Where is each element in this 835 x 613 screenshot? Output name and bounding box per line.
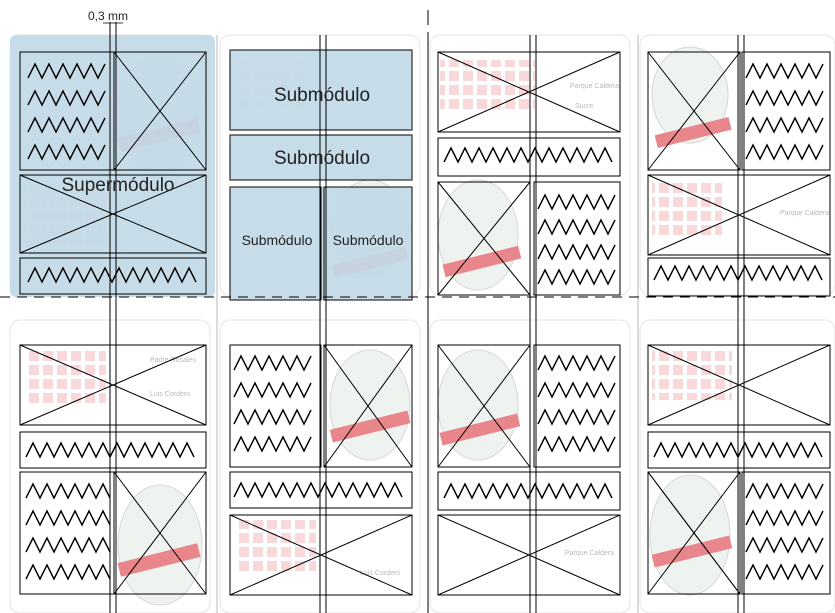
measurement-label: 0,3 mm xyxy=(88,9,128,23)
svg-text:Padre Rosales: Padre Rosales xyxy=(150,357,196,364)
svg-text:Luis Cordero: Luis Cordero xyxy=(360,570,400,577)
submodule-label-mid: Submódulo xyxy=(274,148,370,169)
supermodule-label: Supermódulo xyxy=(61,175,174,196)
svg-text:Parque Caldera: Parque Caldera xyxy=(780,210,829,217)
gutter-measurement: 0,3 mm xyxy=(88,9,128,23)
svg-text:Sucre: Sucre xyxy=(575,103,593,110)
svg-text:Parque Caldera: Parque Caldera xyxy=(570,83,619,90)
submodule-label-right: Submódulo xyxy=(333,232,404,248)
submodule-label-top: Submódulo xyxy=(274,85,370,106)
svg-text:Parque Caldera: Parque Caldera xyxy=(565,550,614,557)
submodule-label-left: Submódulo xyxy=(242,232,313,248)
svg-text:Luis Cordero: Luis Cordero xyxy=(150,391,190,398)
